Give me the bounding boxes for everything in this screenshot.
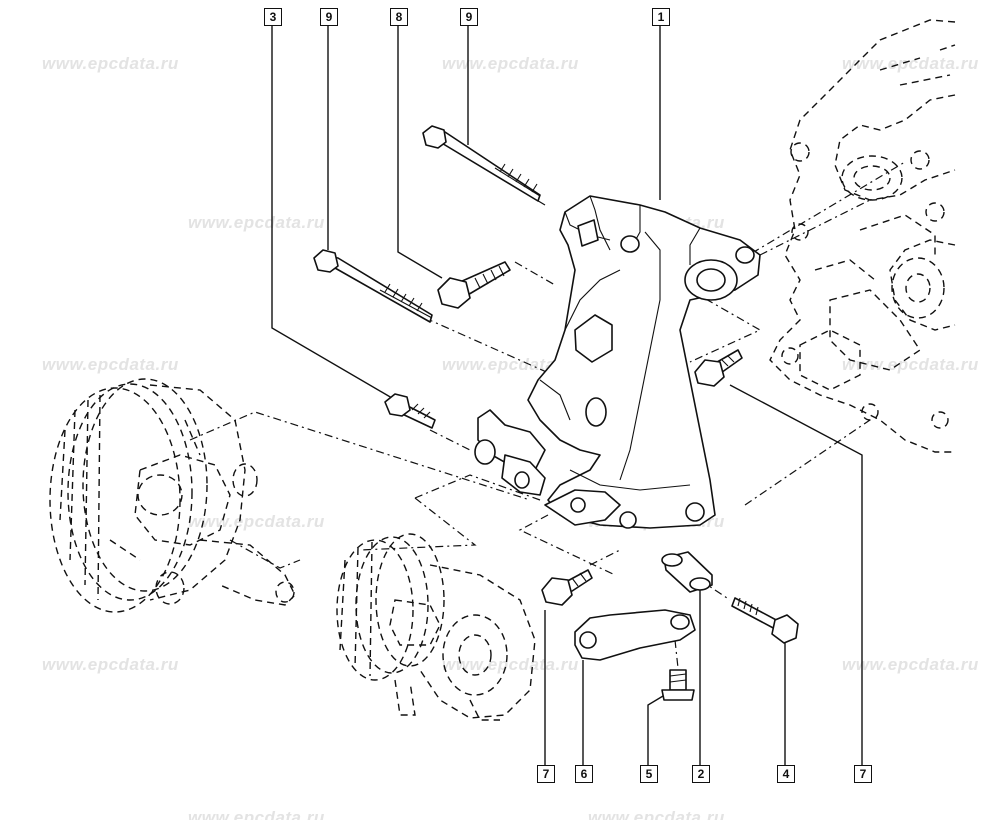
watermark: www.epcdata.ru: [188, 808, 325, 820]
watermark: www.epcdata.ru: [842, 655, 979, 674]
alternator-outline: [49, 378, 296, 613]
bolt-part-9-upper: [422, 125, 541, 202]
callout-7: 7: [537, 765, 555, 783]
watermark: www.epcdata.ru: [442, 355, 579, 374]
engine-block-outline: [769, 19, 956, 453]
plate-part-6: [574, 609, 696, 661]
watermark: www.epcdata.ru: [442, 655, 579, 674]
watermark: www.epcdata.ru: [188, 213, 325, 232]
leader-lines: [271, 25, 863, 765]
callout-1: 1: [652, 8, 670, 26]
callout-4: 4: [777, 765, 795, 783]
watermark: www.epcdata.ru: [42, 655, 179, 674]
callout-5: 5: [640, 765, 658, 783]
bolt-part-7-lower: [541, 569, 593, 606]
callout-6: 6: [575, 765, 593, 783]
callout-8: 8: [390, 8, 408, 26]
pump-outline: [336, 533, 536, 721]
callout-9: 9: [320, 8, 338, 26]
callout-2: 2: [692, 765, 710, 783]
callout-9: 9: [460, 8, 478, 26]
bolt-part-9-lower: [313, 249, 433, 323]
spacer-part-2: [661, 551, 713, 593]
screw-part-5: [661, 669, 695, 701]
watermark: www.epcdata.ru: [442, 54, 579, 73]
bolt-part-4: [731, 597, 799, 644]
watermark: www.epcdata.ru: [842, 54, 979, 73]
watermark: www.epcdata.ru: [42, 54, 179, 73]
watermark: www.epcdata.ru: [188, 512, 325, 531]
callout-3: 3: [264, 8, 282, 26]
bolt-part-8: [437, 261, 511, 309]
watermark: www.epcdata.ru: [842, 355, 979, 374]
watermark: www.epcdata.ru: [588, 808, 725, 820]
callout-7: 7: [854, 765, 872, 783]
bracket-part-1: [474, 195, 761, 529]
bolt-part-7-upper: [694, 349, 743, 387]
bolt-part-3: [384, 393, 436, 429]
watermark: www.epcdata.ru: [42, 355, 179, 374]
